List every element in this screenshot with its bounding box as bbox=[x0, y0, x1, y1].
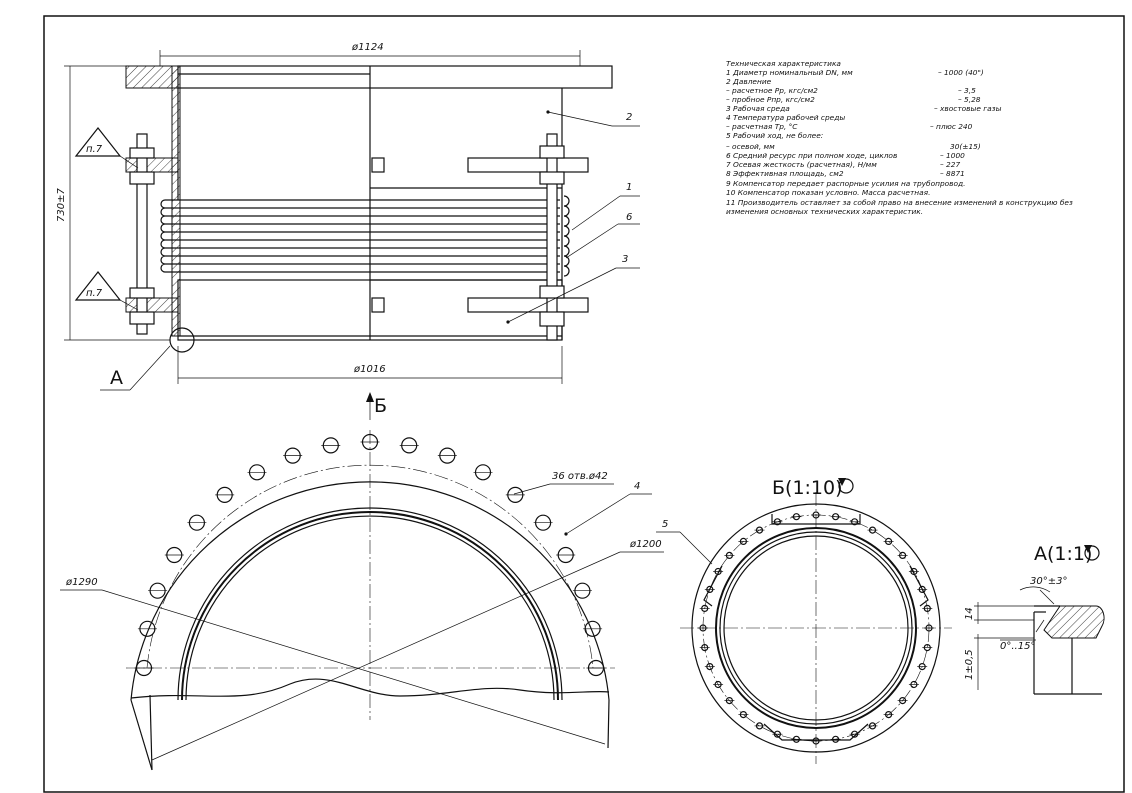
spec-label-13: 9 Компенсатор передает распорные усилия … bbox=[726, 179, 966, 188]
spec-value-9: 30(±15) bbox=[950, 142, 981, 151]
spec-value-1: – 1000 (40") bbox=[938, 68, 984, 77]
spec-label-9: – осевой, мм bbox=[726, 142, 775, 151]
weld-mark-bottom: п.7 bbox=[86, 288, 103, 299]
dim-weld-size: 14 bbox=[964, 607, 975, 620]
front-view: А п.7 п.7 ø1124 730±7 ø1016 2 1 6 3 bbox=[56, 42, 640, 391]
dim-weld-root-angle: 0°..15° bbox=[1000, 641, 1035, 652]
tie-rod-left bbox=[129, 133, 155, 335]
sheet-frame bbox=[43, 15, 1125, 793]
wall-section bbox=[171, 65, 181, 337]
view-a-title: А(1:1) bbox=[1034, 543, 1092, 565]
spec-label-7: – расчетная Тр, °С bbox=[726, 122, 798, 131]
callout-1: 1 bbox=[626, 182, 632, 193]
callout-5: 5 bbox=[662, 519, 668, 530]
spec-label-11: 7 Осевая жесткость (расчетная), Н/мм bbox=[726, 160, 877, 169]
bellows bbox=[160, 187, 570, 281]
view-b-title: Б(1:10) bbox=[772, 477, 843, 499]
dim-bolt-circle: ø1200 bbox=[629, 539, 662, 550]
dim-holes: 36 отв.ø42 bbox=[552, 471, 608, 482]
spec-label-14: 10 Компенсатор показан условно. Масса ра… bbox=[726, 188, 930, 197]
dim-weld-gap: 1±0,5 bbox=[964, 649, 975, 680]
bolt-holes bbox=[134, 433, 606, 677]
upper-flange bbox=[177, 65, 613, 89]
spec-value-11: – 227 bbox=[940, 160, 960, 169]
callout-4: 4 bbox=[634, 481, 640, 492]
spec-label-1: 1 Диаметр номинальный DN, мм bbox=[726, 68, 853, 77]
spec-label-3: – расчетное Рр, кгс/см2 bbox=[726, 86, 818, 95]
spec-value-12: – 8871 bbox=[940, 169, 965, 178]
technical-specifications: Техническая характеристика 1 Диаметр ном… bbox=[726, 59, 1073, 216]
dim-top-width: ø1124 bbox=[351, 42, 384, 53]
spec-value-5: – хвостовые газы bbox=[934, 104, 1002, 113]
detail-a-letter: А bbox=[110, 367, 123, 389]
spec-label-15: 11 Производитель оставляет за собой прав… bbox=[726, 198, 1073, 207]
spec-value-3: – 3,5 bbox=[958, 86, 976, 95]
spec-label-16: изменения основных технических характери… bbox=[726, 207, 923, 216]
section-b-view: Б ø1290 ø1200 36 отв.ø42 4 bbox=[60, 392, 664, 771]
spec-label-4: – пробное Рпр, кгс/см2 bbox=[726, 95, 815, 104]
dim-bottom-width: ø1016 bbox=[353, 364, 386, 375]
view-b-scaled: Б(1:10) 5 bbox=[656, 477, 952, 764]
spec-label-12: 8 Эффективная площадь, см2 bbox=[726, 169, 844, 178]
detail-a-view: А(1:1) 30°±3° 14 1±0,5 0°..15° bbox=[964, 543, 1105, 695]
dim-weld-angle: 30°±3° bbox=[1030, 576, 1067, 587]
callout-3: 3 bbox=[622, 254, 628, 265]
spec-label-8: 5 Рабочий ход, не более: bbox=[726, 131, 823, 140]
tie-rod-right bbox=[539, 133, 565, 341]
spec-label-0: Техническая характеристика bbox=[726, 59, 841, 68]
spec-label-2: 2 Давление bbox=[726, 77, 772, 86]
spec-value-10: – 1000 bbox=[940, 151, 965, 160]
spec-label-5: 3 Рабочая среда bbox=[726, 104, 790, 113]
callout-2: 2 bbox=[626, 112, 632, 123]
spec-value-7: – плюс 240 bbox=[930, 122, 973, 131]
spec-label-6: 4 Температура рабочей среды bbox=[726, 113, 845, 122]
weld-mark-top: п.7 bbox=[86, 144, 103, 155]
spec-value-4: – 5,28 bbox=[958, 95, 981, 104]
dim-height: 730±7 bbox=[56, 188, 67, 222]
dim-outer-diameter: ø1290 bbox=[65, 577, 98, 588]
view-b-holes bbox=[698, 511, 934, 745]
callout-6: 6 bbox=[626, 212, 632, 223]
section-b-letter: Б bbox=[374, 395, 387, 417]
upper-flange-section bbox=[125, 65, 179, 89]
spec-label-10: 6 Средний ресурс при полном ходе, циклов bbox=[726, 151, 897, 160]
